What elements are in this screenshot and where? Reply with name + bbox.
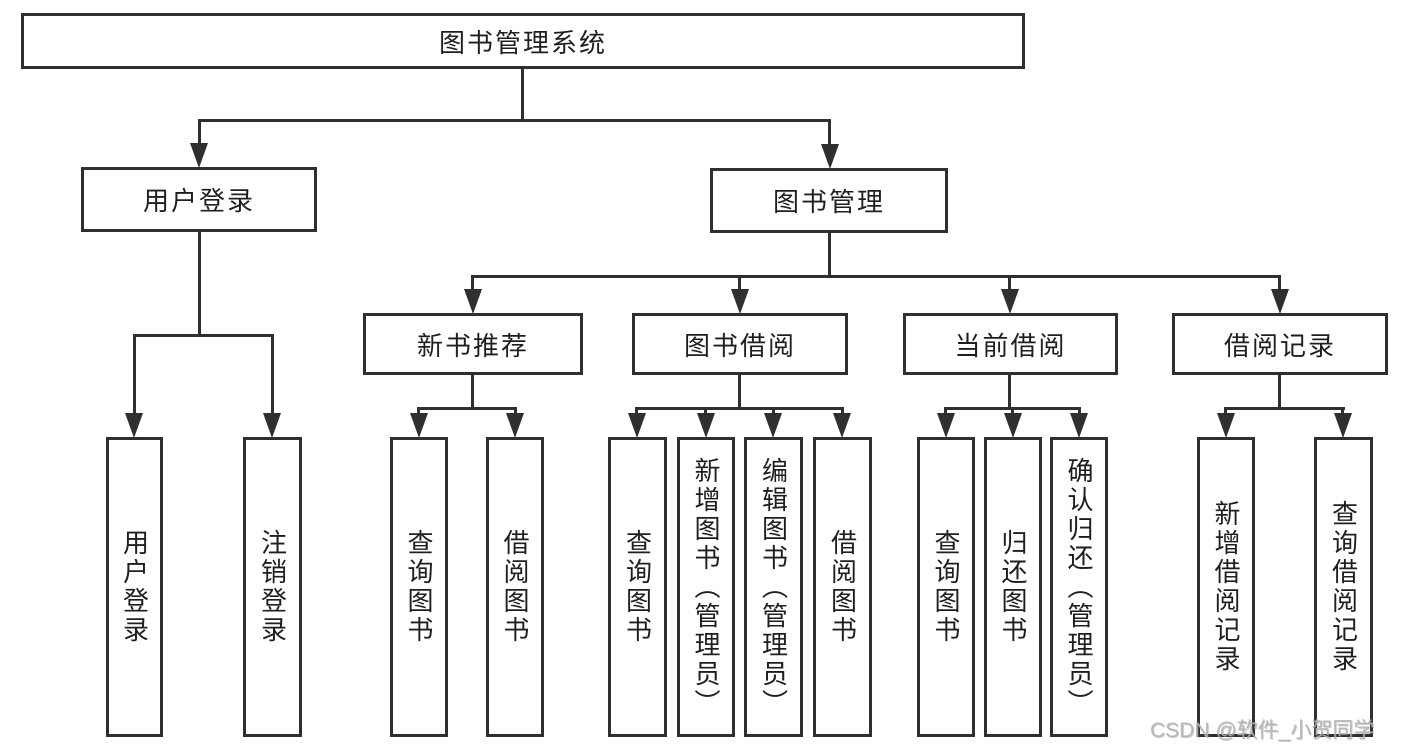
leaf-return-books-label: 归还图书 xyxy=(998,529,1028,645)
connector-line xyxy=(828,233,831,277)
leaf-borrow-books-recommend: 借阅图书 xyxy=(486,437,544,737)
leaf-logout-label: 注销登录 xyxy=(257,529,288,645)
arrowhead-icon xyxy=(833,413,851,438)
arrowhead-icon xyxy=(1217,413,1235,438)
connector-line xyxy=(133,334,136,416)
node-current-borrow-label: 当前借阅 xyxy=(954,330,1067,361)
arrowhead-icon xyxy=(1334,413,1352,438)
leaf-borrow-books-recommend-label: 借阅图书 xyxy=(500,529,530,645)
connector-line xyxy=(198,232,201,337)
connector-line xyxy=(133,334,274,337)
leaf-borrow-books: 借阅图书 xyxy=(813,437,872,737)
connector-line xyxy=(828,119,831,147)
connector-line xyxy=(521,69,524,120)
leaf-logout: 注销登录 xyxy=(243,437,302,737)
arrowhead-icon xyxy=(937,413,955,438)
connector-line xyxy=(1008,375,1011,410)
leaf-user-login: 用户登录 xyxy=(106,437,163,737)
leaf-add-books-admin-label: 新增图书（管理员） xyxy=(691,456,721,718)
arrowhead-icon xyxy=(1271,289,1289,314)
node-book-borrow-label: 图书借阅 xyxy=(683,330,796,361)
connector-line xyxy=(738,275,741,293)
node-borrow-record: 借阅记录 xyxy=(1172,313,1388,375)
csdn-watermark: CSDN @软件_小贺同学 xyxy=(1150,719,1375,742)
connector-line xyxy=(1008,275,1011,293)
leaf-borrow-books-label: 借阅图书 xyxy=(827,529,858,645)
connector-line xyxy=(1224,407,1345,410)
node-book-manage: 图书管理 xyxy=(710,168,948,233)
connector-line xyxy=(198,119,201,147)
node-new-book-recommend-label: 新书推荐 xyxy=(416,330,529,361)
connector-line xyxy=(738,375,741,410)
arrowhead-icon xyxy=(764,413,782,438)
connector-line xyxy=(417,407,517,410)
connector-line xyxy=(198,119,831,122)
connector-line xyxy=(271,334,274,416)
connector-line xyxy=(1278,275,1281,293)
arrowhead-icon xyxy=(410,413,428,438)
leaf-return-books: 归还图书 xyxy=(984,437,1042,737)
leaf-query-books-recommend: 查询图书 xyxy=(390,437,448,737)
leaf-query-books-current-label: 查询图书 xyxy=(931,529,961,645)
leaf-query-borrow-record: 查询借阅记录 xyxy=(1314,437,1373,737)
leaf-add-books-admin: 新增图书（管理员） xyxy=(677,437,735,737)
leaf-add-borrow-record-label: 新增借阅记录 xyxy=(1211,500,1241,674)
leaf-user-login-label: 用户登录 xyxy=(119,529,150,645)
arrowhead-icon xyxy=(1070,413,1088,438)
arrowhead-icon xyxy=(628,413,646,438)
arrowhead-icon xyxy=(731,289,749,314)
node-book-borrow: 图书借阅 xyxy=(632,313,848,375)
leaf-add-borrow-record: 新增借阅记录 xyxy=(1197,437,1255,737)
leaf-confirm-return-admin: 确认归还（管理员） xyxy=(1050,437,1108,737)
node-root-label: 图书管理系统 xyxy=(438,27,607,58)
node-user-login-label: 用户登录 xyxy=(142,186,255,216)
connector-line xyxy=(471,275,1281,278)
node-root: 图书管理系统 xyxy=(21,13,1025,69)
connector-line xyxy=(471,275,474,293)
arrowhead-icon xyxy=(1001,289,1019,314)
node-new-book-recommend: 新书推荐 xyxy=(363,313,583,375)
leaf-query-books-borrow: 查询图书 xyxy=(608,437,667,737)
node-book-manage-label: 图书管理 xyxy=(772,187,885,217)
node-borrow-record-label: 借阅记录 xyxy=(1223,330,1336,361)
leaf-edit-books-admin: 编辑图书（管理员） xyxy=(744,437,803,737)
arrowhead-icon xyxy=(263,413,281,438)
arrowhead-icon xyxy=(190,143,208,168)
arrowhead-icon xyxy=(697,413,715,438)
connector-line xyxy=(635,407,844,410)
leaf-query-books-recommend-label: 查询图书 xyxy=(404,529,434,645)
arrowhead-icon xyxy=(464,289,482,314)
node-current-borrow: 当前借阅 xyxy=(903,313,1118,375)
leaf-confirm-return-admin-label: 确认归还（管理员） xyxy=(1064,456,1094,718)
arrowhead-icon xyxy=(821,144,839,169)
leaf-query-books-current: 查询图书 xyxy=(917,437,975,737)
leaf-query-borrow-record-label: 查询借阅记录 xyxy=(1328,500,1359,674)
node-user-login: 用户登录 xyxy=(81,167,317,232)
leaf-query-books-borrow-label: 查询图书 xyxy=(622,529,653,645)
connector-line xyxy=(1278,375,1281,410)
connector-line xyxy=(471,375,474,410)
arrowhead-icon xyxy=(506,413,524,438)
arrowhead-icon xyxy=(1004,413,1022,438)
leaf-edit-books-admin-label: 编辑图书（管理员） xyxy=(758,456,789,718)
arrowhead-icon xyxy=(125,413,143,438)
